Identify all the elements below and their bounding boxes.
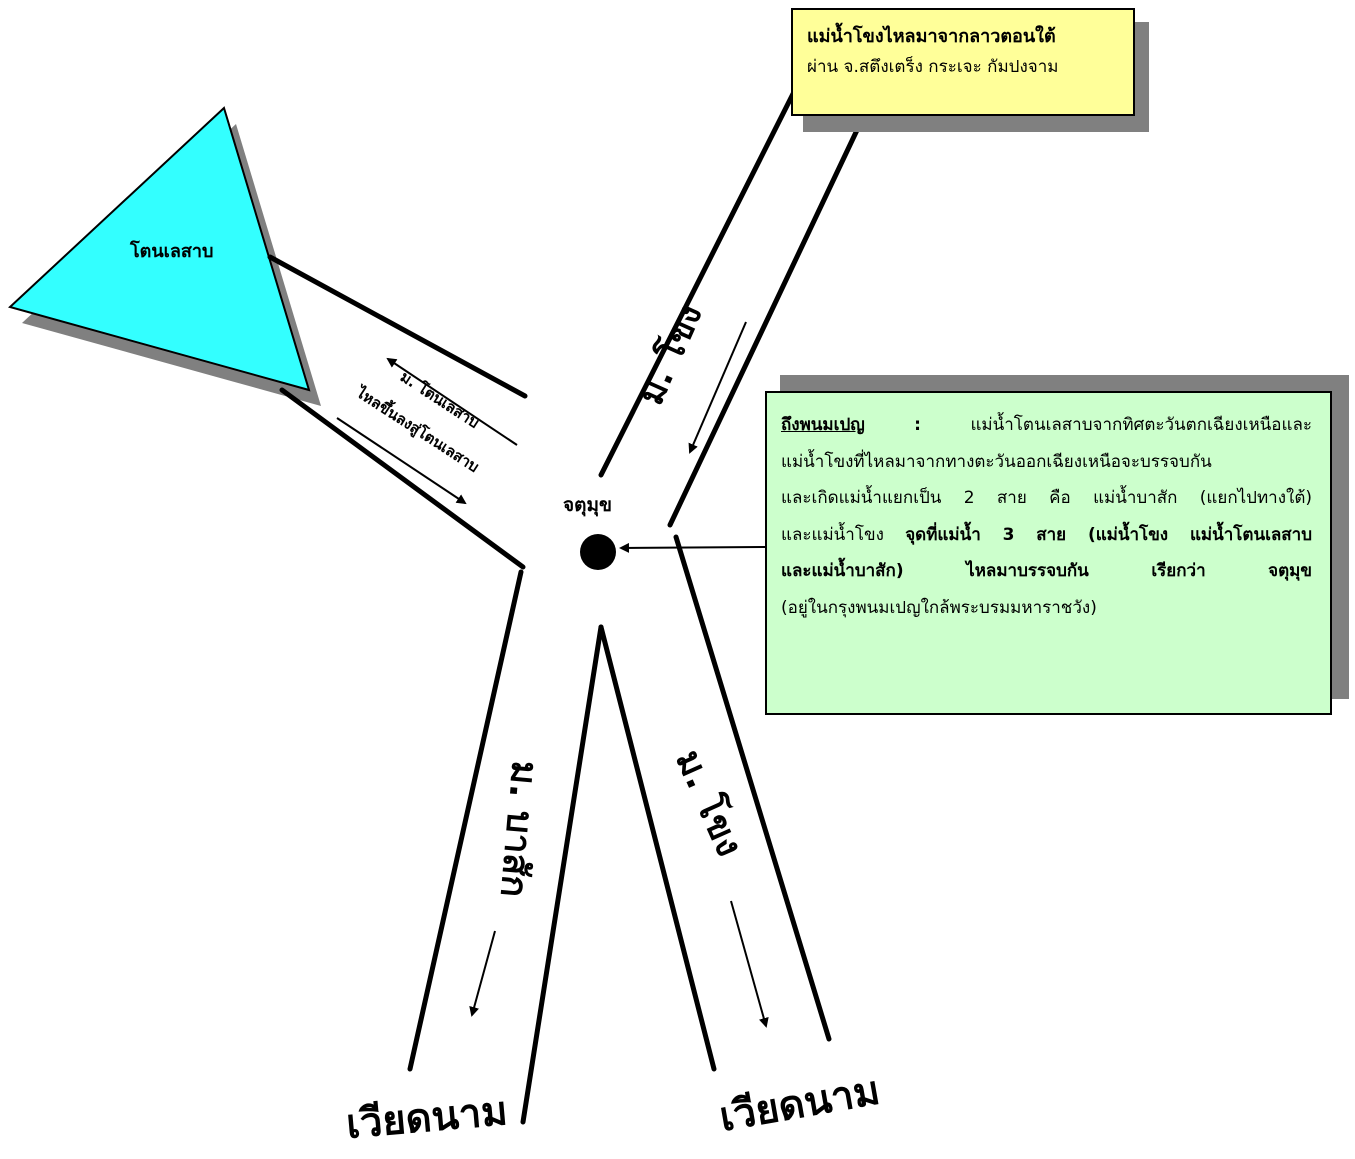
description-line-4-bold: จุดที่แม่น้ำ 3 สาย (แม่น้ำโขง แม่น้ำโตนเ… (905, 524, 1313, 545)
description-text-1: แม่น้ำโตนเลสาบจากทิศตะวันตกเฉียงเหนือและ (970, 415, 1312, 435)
tonle-sap-lake-triangle (8, 106, 311, 392)
description-line-6: (อยู่ในกรุงพนมเปญใกล้พระบรมมหาราชวัง) (781, 597, 1097, 618)
phnom-penh-description-box: ถึงพนมเปญ : แม่น้ำโตนเลสาบจากทิศตะวันตกเ… (765, 391, 1332, 715)
description-line-3: และเกิดแม่น้ำแยกเป็น 2 สาย คือ แม่น้ำบาส… (781, 488, 1312, 508)
junction-label: จตุมุข (563, 494, 612, 517)
vietnam-right-label: เวียดนาม (716, 1068, 883, 1141)
description-line-4: และแม่น้ำโขง จุดที่แม่น้ำ 3 สาย (แม่น้ำโ… (781, 517, 1312, 554)
mekong-lower-right-bank (673, 534, 832, 1042)
mekong-upper-flow-arrow (688, 321, 747, 454)
description-line-5: และแม่น้ำบาสัก) ไหลมาบรรจบกัน เรียกว่า จ… (781, 553, 1312, 590)
mekong-source-box: แม่น้ำโขงไหลมาจากลาวตอนใต้ ผ่าน จ.สตึงเต… (791, 8, 1135, 116)
bassac-right-bank (520, 624, 604, 1125)
tonle-sap-lake-label: โตนเลสาบ (129, 240, 213, 262)
description-heading: ถึงพนมเปญ (781, 415, 865, 435)
tonle-sap-upper-bank (267, 254, 528, 399)
tonle-sap-lower-bank (279, 387, 526, 570)
mekong-source-title: แม่น้ำโขงไหลมาจากลาวตอนใต้ (807, 26, 1056, 47)
mekong-upper-left-bank (598, 69, 807, 478)
bassac-left-bank (407, 569, 524, 1072)
mekong-upper-label: ม. โขง (630, 298, 710, 411)
pointer-arrow (619, 542, 766, 553)
vietnam-left-label: เวียดนาม (344, 1088, 509, 1148)
mekong-lower-left-bank (598, 624, 717, 1072)
mekong-source-subtitle: ผ่าน จ.สตึงเตร็ง กระเจะ กัมปงจาม (807, 57, 1059, 77)
mekong-lower-flow-arrow (730, 900, 769, 1028)
bassac-flow-arrow (469, 930, 496, 1017)
tonle-sap-outflow-arrow (386, 357, 518, 446)
river-banks (267, 69, 861, 1125)
mekong-upper-right-bank (667, 125, 861, 528)
tonle-sap-inflow-arrow (336, 417, 467, 505)
description-line-1: ถึงพนมเปญ : แม่น้ำโตนเลสาบจากทิศตะวันตกเ… (781, 407, 1312, 444)
flow-arrows (336, 321, 769, 1028)
junction-dot (580, 534, 616, 570)
description-line-5-bold: และแม่น้ำบาสัก) ไหลมาบรรจบกัน เรียกว่า จ… (781, 561, 1312, 581)
description-colon: : (864, 415, 971, 435)
description-line-2: แม่น้ำโขงที่ไหลมาจากทางตะวันออกเฉียงเหนื… (781, 451, 1212, 472)
bassac-label: ม. บาสัก (492, 759, 545, 899)
description-line-4-plain: และแม่น้ำโขง (781, 524, 906, 545)
mekong-lower-label: ม. โขง (667, 743, 752, 862)
